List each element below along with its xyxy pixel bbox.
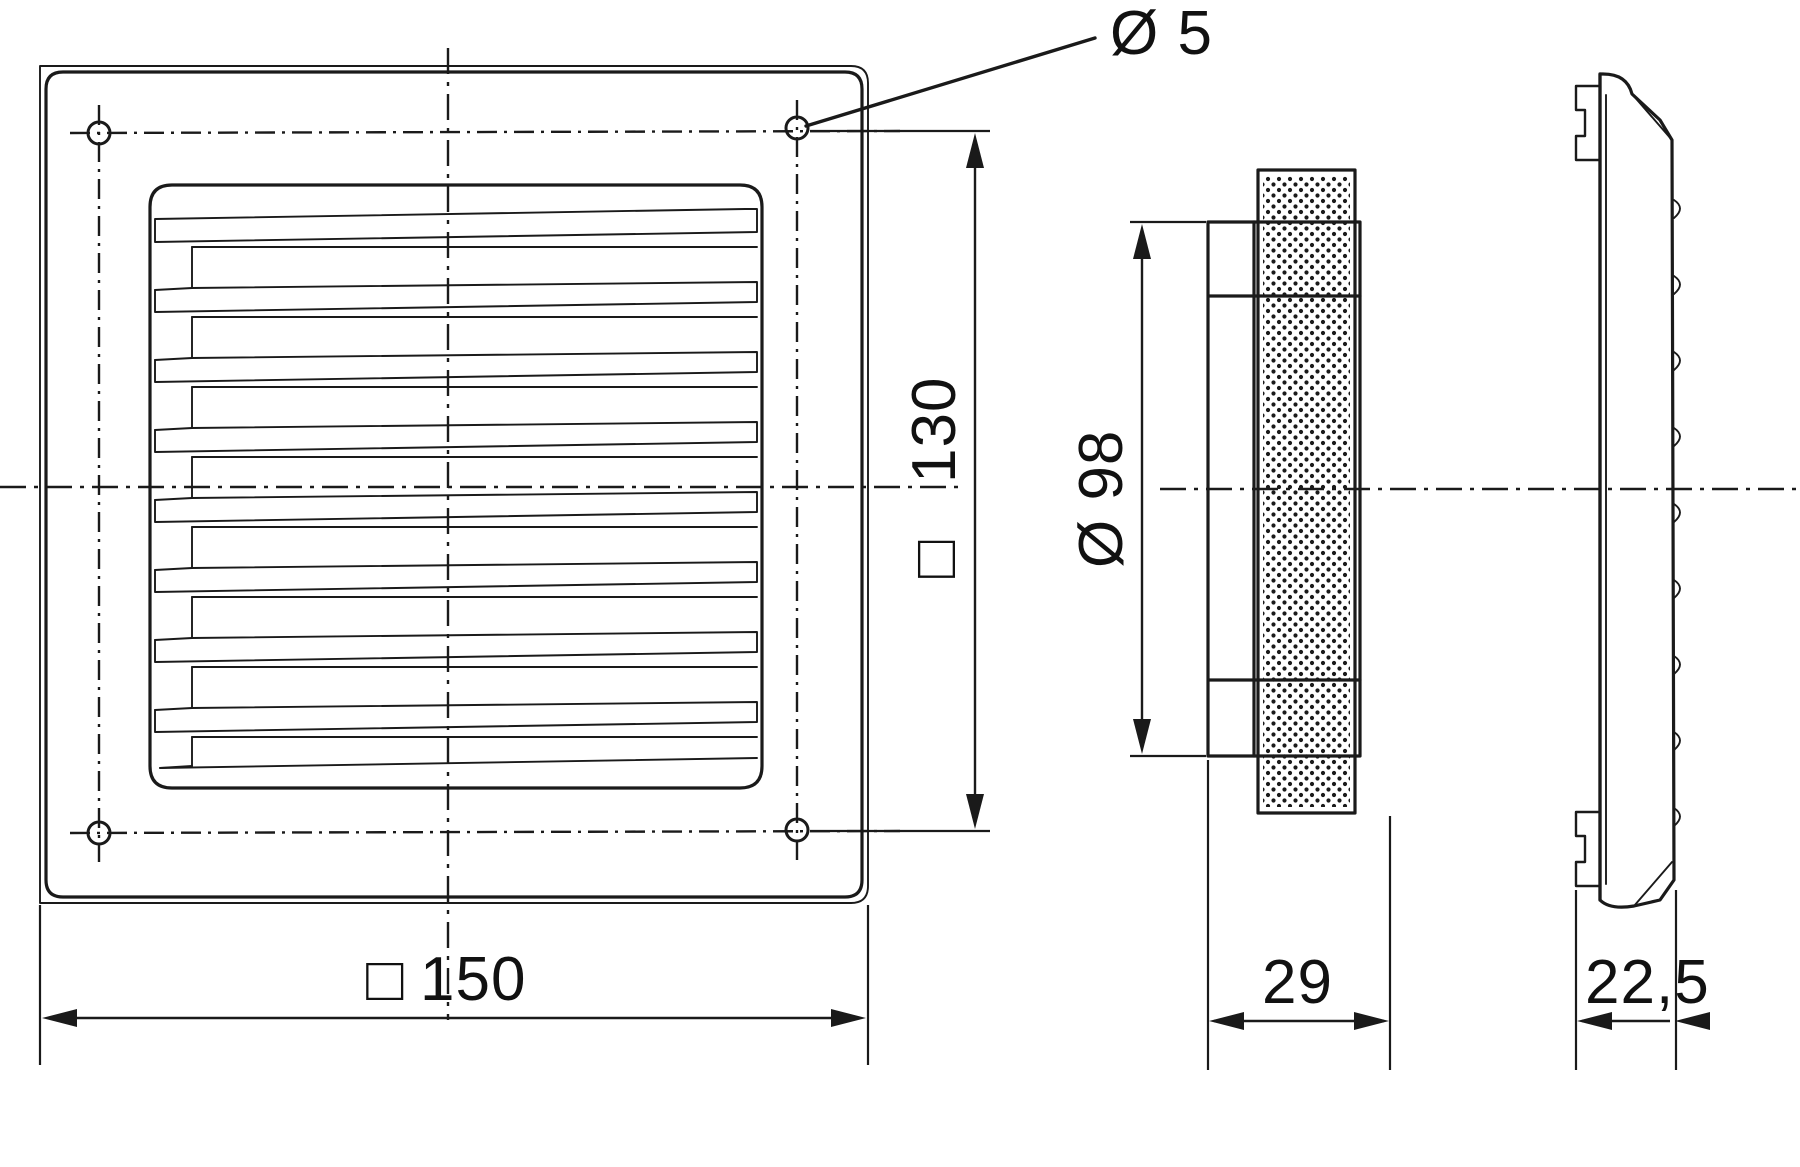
side-view xyxy=(1160,72,1800,909)
louver-rib xyxy=(1673,655,1681,675)
dimension-150: □ 150 xyxy=(38,905,870,1065)
front-plate-bevel xyxy=(39,65,869,904)
dim130-square-symbol: □ xyxy=(900,540,969,578)
louver-face xyxy=(154,281,758,313)
front-view xyxy=(0,48,960,1020)
dimension-225: 22,5 xyxy=(1574,890,1710,1070)
louver-face xyxy=(154,701,758,733)
louver-joint xyxy=(154,357,193,361)
hole-centerline-top xyxy=(69,129,901,135)
louver-rib xyxy=(1673,731,1681,751)
louver-frame xyxy=(148,183,764,790)
dim150-arrow-right xyxy=(831,1009,866,1027)
dim29-arrow-right xyxy=(1354,1012,1389,1030)
mesh-screen-frame xyxy=(1256,168,1357,815)
dim29-arrow-left xyxy=(1209,1012,1244,1030)
louver-face xyxy=(154,351,758,383)
louver-rib xyxy=(1673,351,1681,371)
dimension-29: 29 xyxy=(1206,760,1392,1070)
dimension-dia98: Ø 98 xyxy=(1067,220,1206,758)
dia98-label: Ø 98 xyxy=(1067,430,1136,568)
louver-face xyxy=(154,421,758,453)
dim130-arrow-top xyxy=(966,133,984,168)
louver-joint xyxy=(154,567,193,571)
louver-joint xyxy=(154,427,193,431)
louver-rib xyxy=(1673,503,1681,523)
dim225-arrow-right xyxy=(1675,1012,1710,1030)
louver-rib xyxy=(1673,807,1681,827)
faceplate-profile xyxy=(1598,72,1676,909)
louver-joint xyxy=(154,707,193,711)
dia98-arrow-top xyxy=(1133,224,1151,259)
louver-rib xyxy=(1673,199,1681,219)
dim225-arrow-left xyxy=(1577,1012,1612,1030)
dim130-label: 130 xyxy=(900,377,969,483)
dim225-label: 22,5 xyxy=(1585,948,1710,1017)
faceplate-top-chamfer xyxy=(1631,93,1673,141)
dia5-label: Ø 5 xyxy=(1110,0,1213,68)
faceplate-bottom-chamfer xyxy=(1633,861,1673,907)
louver-face xyxy=(154,561,758,593)
dim130-arrow-bottom xyxy=(966,794,984,829)
louver-face xyxy=(154,631,758,663)
louver-rib xyxy=(1673,427,1681,447)
dimension-dia5: Ø 5 xyxy=(804,0,1213,128)
louver-rib xyxy=(1673,579,1681,599)
louver-joint xyxy=(154,637,193,641)
louver-face xyxy=(159,757,758,769)
dia5-leader-line xyxy=(804,36,1097,128)
faceplate-louver-ribs xyxy=(1673,199,1681,827)
louver-blades xyxy=(154,208,758,769)
louver-joint xyxy=(154,287,193,291)
front-plate-outer xyxy=(44,70,864,899)
faceplate-tab-bottom xyxy=(1574,810,1602,888)
hole-centerline-bottom xyxy=(69,829,901,835)
insect-mesh-pattern xyxy=(1263,176,1350,807)
dia98-arrow-bottom xyxy=(1133,719,1151,754)
dim150-arrow-left xyxy=(42,1009,77,1027)
louver-joint xyxy=(154,497,193,501)
dim150-label: 150 xyxy=(420,945,526,1014)
louver-rib xyxy=(1673,275,1681,295)
faceplate-tab-top xyxy=(1574,84,1602,162)
dimension-130: 130 □ xyxy=(810,129,990,833)
louver-blade xyxy=(154,208,758,243)
dim150-square-symbol: □ xyxy=(366,945,404,1014)
louver-face xyxy=(154,491,758,523)
dim29-label: 29 xyxy=(1262,948,1333,1017)
